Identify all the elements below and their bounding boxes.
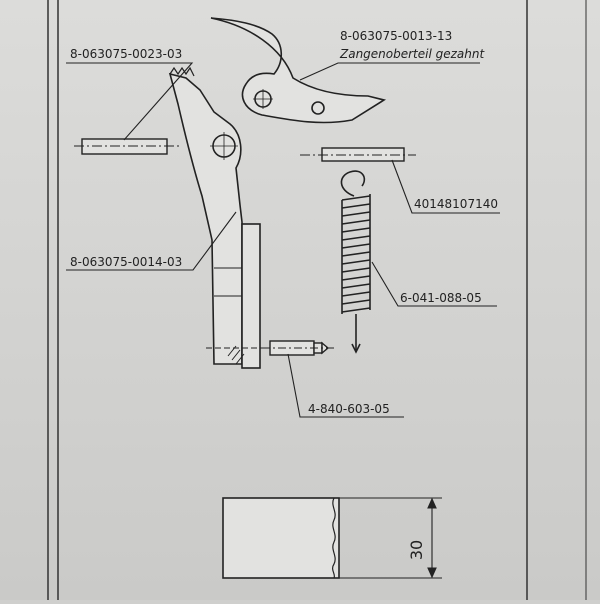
bolt-part <box>262 340 334 356</box>
upper-jaw-hole-2 <box>311 101 325 115</box>
leader-pin-left <box>66 62 194 141</box>
dimension-value: 30 <box>407 540 426 560</box>
bottom-detail-block <box>222 497 340 579</box>
frame-lines <box>47 0 587 600</box>
leader-lower-arm <box>66 211 237 271</box>
dimension-arrow-bottom <box>427 567 437 579</box>
label-upper-jaw-desc: Zangenoberteil gezahnt <box>339 47 485 61</box>
leader-bolt <box>287 353 404 418</box>
label-spring: 6-041-088-05 <box>400 291 482 305</box>
bolt-body <box>269 340 315 356</box>
leader-upper-jaw <box>299 62 480 81</box>
label-pin-right: 40148107140 <box>414 197 498 211</box>
lower-arm-teeth <box>169 66 195 77</box>
spring-top-hook <box>340 170 366 197</box>
label-upper-jaw: 8-063075-0013-13 <box>340 29 452 43</box>
lower-arm-handle-plate <box>241 223 261 369</box>
upper-jaw-outline <box>210 17 387 124</box>
spring-tail-tip <box>351 343 361 354</box>
bottom-detail-break-line <box>331 497 336 579</box>
bottom-detail <box>222 497 340 579</box>
leader-pin-right <box>391 159 500 214</box>
dimension-30 <box>339 497 442 579</box>
upper-jaw-part <box>210 17 387 124</box>
pin-left-part <box>74 138 182 155</box>
spring-coils <box>341 195 371 313</box>
lower-arm-part <box>168 66 266 369</box>
dimension-arrow-top <box>427 497 437 509</box>
leader-lines <box>66 62 500 418</box>
pin-right-part <box>300 147 416 162</box>
spring-part <box>340 170 371 354</box>
label-pin-left: 8-063075-0023-03 <box>70 47 182 61</box>
label-bolt: 4-840-603-05 <box>308 402 390 416</box>
label-lower-arm: 8-063075-0014-03 <box>70 255 182 269</box>
leader-spring <box>371 261 497 307</box>
lower-arm-hatch <box>227 345 245 365</box>
